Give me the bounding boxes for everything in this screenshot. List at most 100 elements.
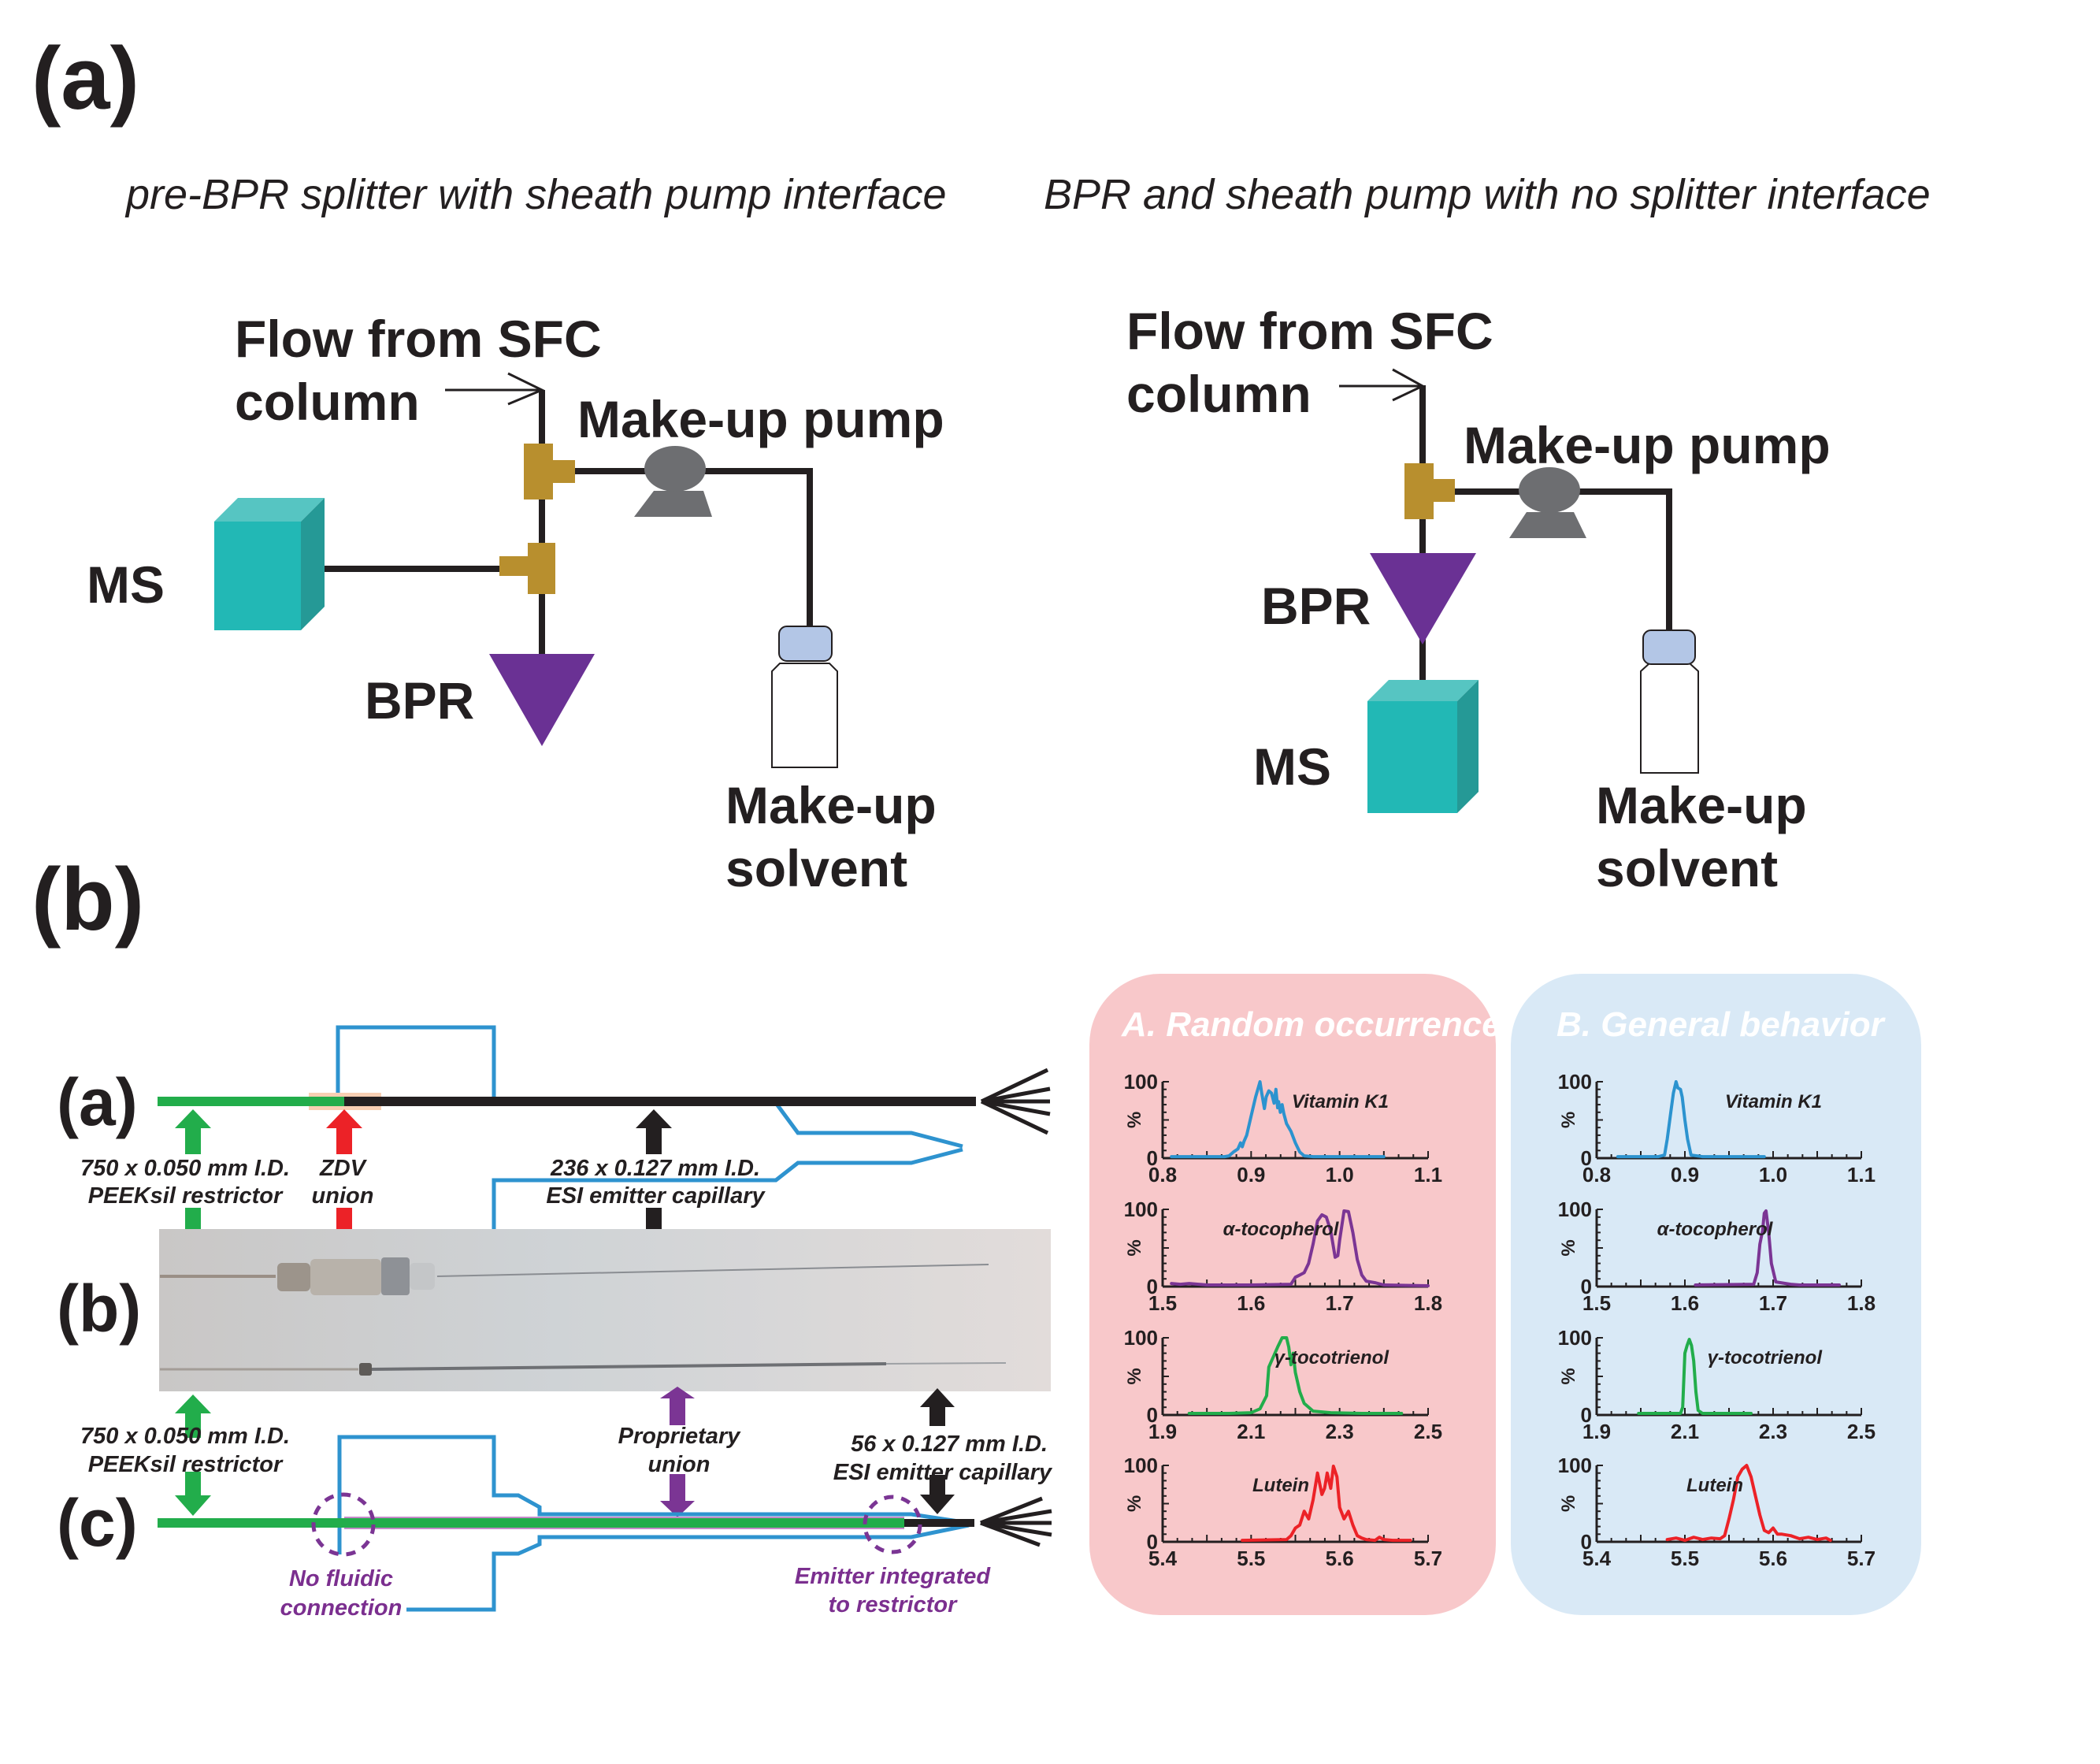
compound-label: Lutein: [1686, 1475, 1743, 1496]
chromatogram-trace: [1694, 1209, 1841, 1287]
x-tick-label: 2.3: [1326, 1420, 1354, 1443]
y-tick-label: 0: [1581, 1403, 1592, 1427]
dashed-circle-icon: [863, 1495, 922, 1554]
y-tick-label: 100: [1558, 1070, 1592, 1094]
up-arrow-icon: [175, 1109, 211, 1154]
x-tick-label: 2.5: [1847, 1420, 1876, 1443]
x-tick-label: 5.7: [1414, 1547, 1442, 1570]
pump-icon: [634, 446, 712, 517]
x-tick-label: 1.8: [1847, 1291, 1876, 1315]
y-tick-label: 0: [1147, 1403, 1158, 1427]
ms-box-icon: [1367, 680, 1479, 813]
panel-background: [1089, 974, 1496, 1615]
compound-label: Lutein: [1252, 1475, 1309, 1496]
x-tick-label: 2.1: [1237, 1420, 1265, 1443]
x-tick-label: 5.5: [1237, 1547, 1265, 1570]
y-tick-label: 0: [1581, 1275, 1592, 1298]
y-axis-label: %: [1558, 1495, 1579, 1512]
solvent-label-line1: Make-up: [725, 776, 937, 834]
y-tick-label: 100: [1124, 1070, 1158, 1094]
x-tick-label: 5.7: [1847, 1547, 1876, 1570]
housing-outline-upper: [337, 1435, 970, 1525]
compound-label: Vitamin K1: [1725, 1091, 1822, 1112]
pump-label: Make-up pump: [1464, 416, 1831, 474]
y-tick-label: 100: [1558, 1198, 1592, 1221]
emitter-a-line1: 236 x 0.127 mm I.D.: [550, 1156, 760, 1181]
emitter-c-line1: 56 x 0.127 mm I.D.: [851, 1432, 1048, 1457]
bpr-icon: [489, 654, 595, 746]
restrictor-c-line2: PEEKsil restrictor: [88, 1452, 284, 1477]
x-tick-label: 2.3: [1759, 1420, 1787, 1443]
x-tick-label: 5.6: [1759, 1547, 1787, 1570]
y-axis-label: %: [1558, 1239, 1579, 1256]
emitter-diagram: (a) 750 x 0.050 mm I.D. PEEKsil restrict…: [57, 1025, 1053, 1621]
y-tick-label: 0: [1581, 1530, 1592, 1554]
solvent-label-line2: solvent: [1596, 839, 1778, 897]
restrictor-a-line2: PEEKsil restrictor: [88, 1183, 284, 1209]
up-arrow-icon: [175, 1394, 211, 1438]
y-tick-label: 100: [1124, 1454, 1158, 1477]
row-label-b: (b): [57, 1272, 141, 1346]
tee-fitting-icon: [1404, 463, 1455, 519]
x-tick-label: 1.6: [1671, 1291, 1699, 1315]
emitter-c-line2: ESI emitter capillary: [833, 1460, 1053, 1485]
flow-arrow-icon: [445, 372, 545, 406]
up-arrow-icon: [920, 1388, 955, 1426]
y-tick-label: 100: [1558, 1454, 1592, 1477]
compound-label: Vitamin K1: [1292, 1091, 1389, 1112]
y-tick-label: 0: [1147, 1530, 1158, 1554]
y-axis-label: %: [1558, 1112, 1579, 1128]
x-tick-label: 1.0: [1759, 1163, 1787, 1187]
solvent-bottle-icon: [1640, 629, 1699, 774]
down-arrow-icon: [175, 1472, 211, 1516]
ms-box-icon: [214, 498, 325, 630]
solvent-bottle-icon: [771, 626, 838, 768]
ms-label: MS: [1253, 737, 1331, 796]
spray-icon: [980, 1496, 1052, 1547]
proprietary-line1: Proprietary: [618, 1424, 742, 1449]
chromatogram-trace: [1187, 1336, 1404, 1415]
chromatogram-trace: [1170, 1080, 1386, 1159]
x-tick-label: 5.4: [1582, 1547, 1612, 1570]
y-tick-label: 100: [1124, 1326, 1158, 1350]
x-tick-label: 5.4: [1148, 1547, 1178, 1570]
no-fluidic-line1: No fluidic: [289, 1566, 393, 1591]
chromatogram-trace: [1170, 1209, 1430, 1287]
zdv-line2: union: [312, 1183, 374, 1209]
subtitle-right: BPR and sheath pump with no splitter int…: [1044, 171, 1931, 218]
flow-label-line1: Flow from SFC: [235, 310, 602, 368]
row-label-a: (a): [57, 1065, 138, 1139]
ms-label: MS: [87, 555, 165, 614]
panel-label-b: (b): [32, 850, 144, 949]
panel-title: A. Random occurrence: [1121, 1005, 1501, 1044]
x-tick-label: 1.0: [1326, 1163, 1354, 1187]
x-tick-label: 2.1: [1671, 1420, 1699, 1443]
housing-outline-lower: [406, 1523, 970, 1612]
bpr-label: BPR: [1261, 577, 1371, 635]
flow-arrow-icon: [1339, 368, 1426, 402]
x-tick-label: 1.5: [1148, 1291, 1177, 1315]
pump-label: Make-up pump: [577, 390, 944, 448]
up-arrow-icon: [660, 1387, 695, 1425]
down-arrow-icon: [920, 1475, 955, 1514]
y-tick-label: 0: [1581, 1146, 1592, 1170]
schematic-right: BPR and sheath pump with no splitter int…: [1044, 171, 1931, 897]
x-tick-label: 1.5: [1582, 1291, 1611, 1315]
x-tick-label: 0.8: [1582, 1163, 1611, 1187]
restrictor-c-line1: 750 x 0.050 mm I.D.: [80, 1424, 290, 1449]
y-axis-label: %: [1124, 1368, 1145, 1384]
flow-label-line2: column: [1126, 365, 1312, 423]
chromatogram-trace: [1665, 1464, 1832, 1543]
tee-fitting-icon: [499, 543, 555, 594]
bpr-icon: [1370, 553, 1476, 644]
x-tick-label: 0.9: [1671, 1163, 1699, 1187]
